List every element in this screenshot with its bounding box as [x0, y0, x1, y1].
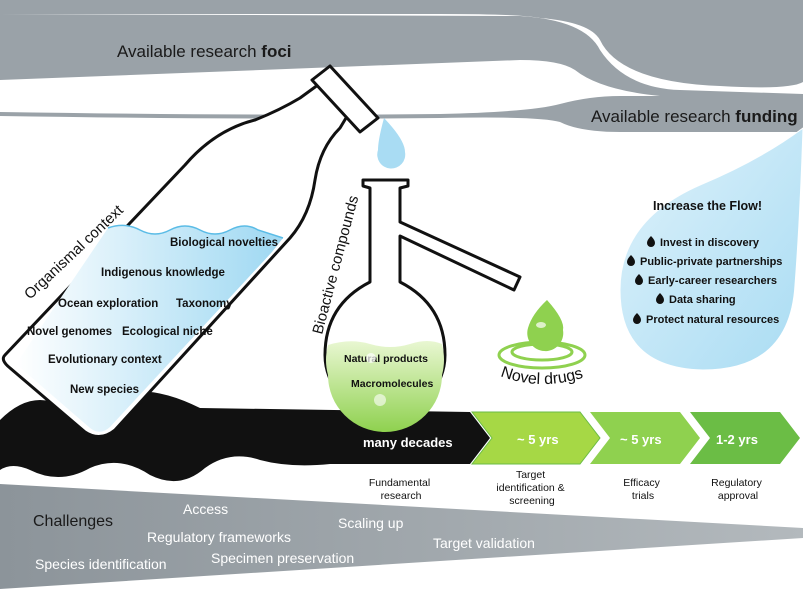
- bottle-item: Indigenous knowledge: [101, 267, 225, 279]
- flow-item: Early-career researchers: [635, 274, 777, 287]
- svg-text:Data sharing: Data sharing: [669, 294, 736, 306]
- challenge-item: Specimen preservation: [211, 550, 354, 566]
- bottle-item: Novel genomes: [27, 326, 112, 338]
- challenge-item: Target validation: [433, 535, 535, 551]
- challenges-title: Challenges: [33, 513, 113, 530]
- timeline-step-2: [590, 412, 700, 464]
- water-droplet-icon: [377, 118, 406, 169]
- bottle-item: Taxonomy: [176, 298, 233, 310]
- research-foci-band: [0, 0, 803, 88]
- stage-label: Fundamental research: [369, 477, 433, 502]
- flow-item: Invest in discovery: [647, 236, 760, 249]
- bottle-item: Ocean exploration: [58, 298, 158, 310]
- flow-item: Data sharing: [656, 293, 736, 306]
- challenges-list: Access Regulatory frameworks Scaling up …: [35, 501, 535, 572]
- challenge-item: Access: [183, 501, 228, 517]
- challenge-item: Scaling up: [338, 515, 404, 531]
- bottle-item: Evolutionary context: [48, 354, 162, 366]
- bottle-water: [16, 225, 283, 432]
- increase-flow-drop: [619, 127, 803, 371]
- timeline-step-2-label: ~ 5 yrs: [620, 432, 662, 447]
- flow-item: Public-private partnerships: [627, 255, 782, 268]
- research-funding-label: Available research funding: [591, 107, 798, 126]
- drop-bullet-icon: [647, 236, 655, 247]
- svg-text:Early-career researchers: Early-career researchers: [648, 275, 777, 287]
- flow-list: Invest in discovery Public-private partn…: [627, 236, 782, 326]
- flask-item: Natural products: [344, 353, 428, 365]
- drop-bullet-icon: [635, 274, 643, 285]
- svg-text:Invest in discovery: Invest in discovery: [660, 237, 760, 249]
- drop-bullet-icon: [656, 293, 664, 304]
- bottle-item: Biological novelties: [170, 237, 278, 249]
- stage-labels: Fundamental research Target identificati…: [369, 469, 765, 507]
- research-funding-band: [0, 96, 803, 132]
- svg-text:Protect natural resources: Protect natural resources: [646, 314, 779, 326]
- svg-text:Public-private partnerships: Public-private partnerships: [640, 256, 782, 268]
- stage-label: Target identification & screening: [496, 469, 567, 507]
- flask: Bioactive compounds Natural products Mac…: [309, 178, 522, 432]
- drop-bullet-icon: [633, 313, 641, 324]
- research-foci-label: Available research foci: [117, 42, 292, 61]
- challenge-item: Species identification: [35, 556, 167, 572]
- timeline-step-3: [690, 412, 800, 464]
- stage-label: Regulatory approval: [711, 477, 765, 502]
- flask-liquid: [326, 341, 444, 432]
- challenges-band: [0, 484, 803, 589]
- novel-drugs: Novel drugs: [497, 300, 587, 388]
- stage-label: Efficacy trials: [623, 477, 663, 502]
- bottle-item: Ecological niche: [122, 326, 213, 338]
- timeline-step-1-label: ~ 5 yrs: [517, 432, 559, 447]
- bottle-cap: [310, 64, 380, 134]
- flow-item: Protect natural resources: [633, 313, 779, 326]
- bottle: Organismal context Biological novelties …: [1, 64, 406, 438]
- bottle-item: New species: [70, 384, 139, 396]
- challenge-item: Regulatory frameworks: [147, 529, 291, 545]
- flow-title: Increase the Flow!: [653, 199, 762, 213]
- flask-item: Macromolecules: [351, 378, 433, 390]
- timeline-step-1: [472, 412, 600, 464]
- timeline-step-3-label: 1-2 yrs: [716, 432, 758, 447]
- drop-bullet-icon: [627, 255, 635, 266]
- timeline-main-label: many decades: [363, 435, 453, 450]
